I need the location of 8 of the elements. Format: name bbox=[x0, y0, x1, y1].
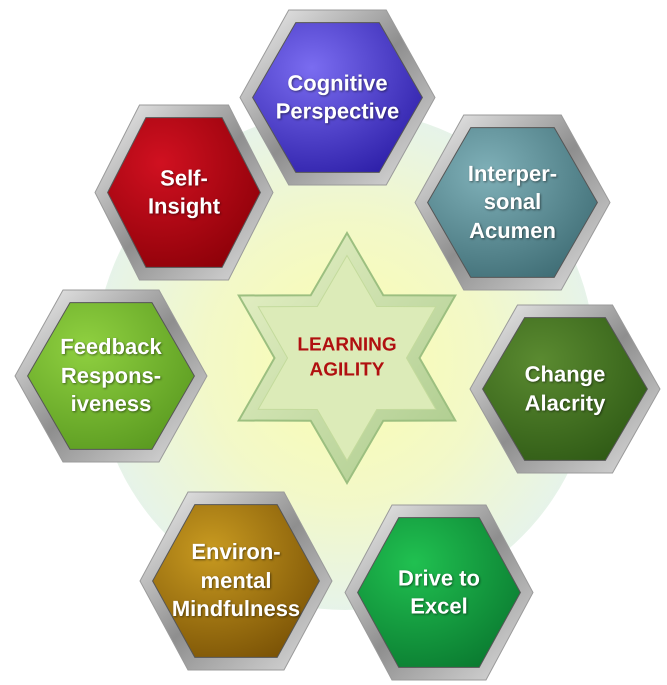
tile-label: Change Alacrity bbox=[524, 360, 606, 418]
tile-label: Feedback Respons- iveness bbox=[59, 333, 163, 418]
tile-label: Self- Insight bbox=[146, 164, 222, 220]
tile-label: Drive to Excel bbox=[397, 564, 481, 620]
tile-label: Cognitive Perspective bbox=[274, 68, 400, 126]
tile-label: Environ- mental Mindfulness bbox=[170, 538, 302, 624]
center-label: LEARNING AGILITY bbox=[296, 333, 398, 382]
tile-label: Interper- sonal Acumen bbox=[466, 160, 558, 245]
